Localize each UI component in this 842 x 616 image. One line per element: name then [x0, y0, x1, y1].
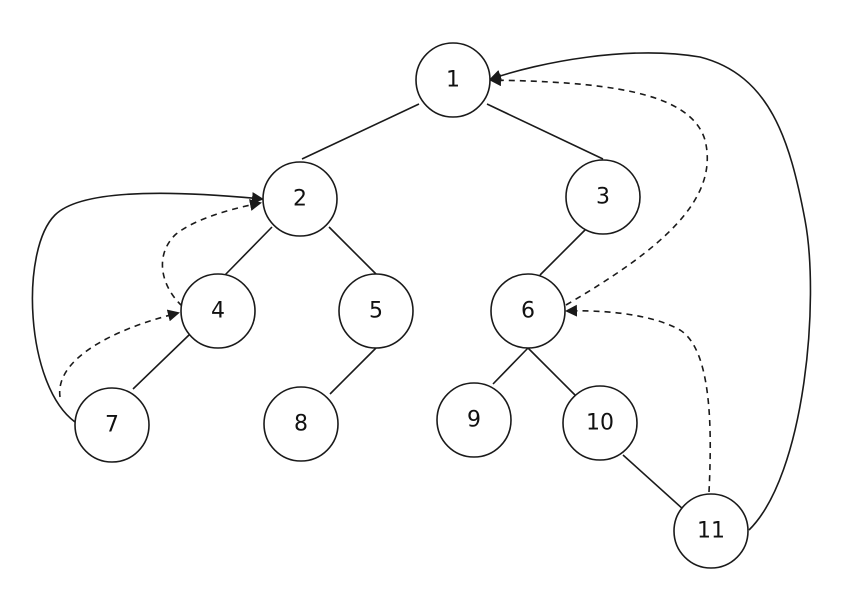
node-8: 8 — [263, 386, 339, 462]
thread-arrow-11-to-1 — [489, 52, 812, 531]
thread-arrow-6-to-1 — [489, 74, 708, 306]
edge-6-9 — [492, 347, 529, 385]
node-11-label: 11 — [697, 519, 725, 544]
edge-5-8 — [329, 347, 377, 395]
node-7: 7 — [74, 387, 150, 463]
node-10: 10 — [562, 385, 638, 461]
edge-4-7 — [132, 334, 190, 390]
tree-nodes: 1 2 3 4 5 6 7 8 — [74, 42, 749, 569]
node-5-label: 5 — [369, 299, 383, 324]
edge-1-3 — [486, 103, 604, 160]
thread-arrow-11-to-6 — [565, 304, 712, 493]
node-5: 5 — [338, 273, 414, 349]
edge-1-2 — [301, 103, 420, 160]
node-9: 9 — [436, 382, 512, 458]
edge-2-5 — [328, 226, 377, 275]
edge-3-6 — [539, 229, 586, 276]
node-3: 3 — [565, 159, 641, 235]
node-1: 1 — [415, 42, 491, 118]
node-2-label: 2 — [293, 187, 307, 212]
node-4-label: 4 — [211, 299, 225, 324]
node-1-label: 1 — [446, 68, 460, 93]
node-9-label: 9 — [467, 408, 481, 433]
node-3-label: 3 — [596, 185, 610, 210]
node-7-label: 7 — [105, 413, 119, 438]
thread-arrows — [31, 52, 812, 531]
thread-arrow-4-to-2 — [161, 199, 262, 307]
thread-arrow-7-to-2 — [31, 192, 264, 423]
tree-edges — [132, 103, 685, 511]
node-8-label: 8 — [294, 412, 308, 437]
thread-arrow-7-to-4 — [59, 309, 180, 398]
node-10-label: 10 — [586, 411, 614, 436]
node-4: 4 — [180, 273, 256, 349]
node-11: 11 — [673, 493, 749, 569]
node-2: 2 — [262, 161, 338, 237]
node-6: 6 — [490, 273, 566, 349]
edge-10-11 — [622, 454, 685, 511]
edge-2-4 — [224, 226, 273, 276]
edge-6-10 — [527, 347, 576, 396]
node-6-label: 6 — [521, 299, 535, 324]
